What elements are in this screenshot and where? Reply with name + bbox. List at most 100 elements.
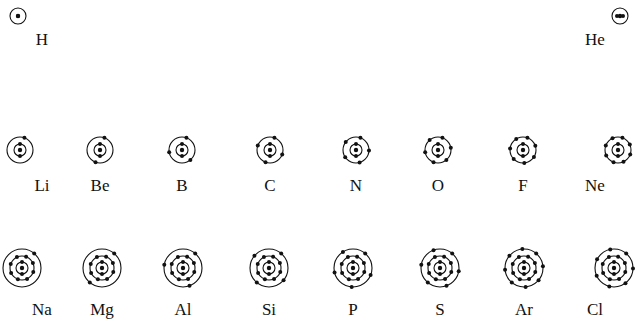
electron — [20, 272, 24, 276]
atom-model — [508, 136, 537, 165]
electron — [358, 136, 362, 140]
electron — [612, 272, 616, 276]
electron-shell — [164, 249, 202, 287]
electron — [369, 273, 373, 277]
electron — [450, 251, 454, 255]
electron — [354, 154, 358, 158]
electron — [367, 148, 371, 152]
element-symbol: Ne — [555, 176, 635, 196]
electron — [89, 271, 93, 275]
electron — [112, 251, 116, 255]
electron — [98, 154, 102, 158]
electron — [604, 153, 608, 157]
electron — [279, 251, 283, 255]
electron — [282, 278, 286, 282]
electron — [355, 255, 359, 259]
electron — [20, 260, 24, 264]
electron — [508, 146, 512, 150]
electron — [419, 263, 423, 267]
electron — [522, 161, 526, 165]
element-symbol: B — [142, 176, 222, 196]
electron — [510, 281, 514, 285]
electron — [262, 255, 266, 259]
electron — [267, 260, 271, 264]
electron — [438, 272, 442, 276]
nucleus — [100, 266, 104, 270]
electron-shell — [428, 256, 452, 280]
nucleus — [267, 266, 271, 270]
electron — [16, 14, 20, 18]
electron — [267, 272, 271, 276]
electron — [192, 261, 196, 265]
electron-shell — [169, 137, 195, 163]
electron — [533, 270, 537, 274]
electron-shell — [171, 256, 195, 280]
electron — [432, 248, 436, 252]
element-symbol: Si — [229, 300, 309, 320]
electron — [255, 281, 259, 285]
electron — [358, 160, 362, 164]
electron — [520, 247, 524, 251]
electron — [438, 260, 442, 264]
electron-shell — [510, 137, 536, 163]
electron — [98, 142, 102, 146]
electron — [449, 261, 453, 265]
electron-shell — [602, 256, 626, 280]
electron — [272, 136, 276, 140]
electron — [423, 150, 427, 154]
electron — [354, 142, 358, 146]
electron-shell — [421, 249, 459, 287]
electron-shell — [90, 256, 114, 280]
electron-shell — [595, 249, 633, 287]
electron — [631, 266, 635, 270]
electron — [617, 277, 621, 281]
electron — [351, 260, 355, 264]
electron-shell — [343, 137, 369, 163]
electron — [611, 136, 615, 140]
atom-model — [87, 136, 113, 164]
atom-model — [10, 8, 26, 24]
nucleus — [612, 266, 616, 270]
electron — [280, 152, 284, 156]
electron — [527, 277, 531, 281]
electron — [517, 255, 521, 259]
electron — [185, 255, 189, 259]
electron — [604, 144, 608, 148]
element-symbol: Cl — [555, 300, 635, 320]
electron-shell — [3, 249, 41, 287]
nucleus — [354, 148, 358, 152]
atom-model — [250, 249, 288, 287]
element-symbol: Ar — [484, 300, 564, 320]
atom-model — [343, 136, 371, 165]
element-symbol: O — [398, 176, 478, 196]
electron — [541, 264, 545, 268]
nucleus — [616, 148, 620, 152]
electron — [521, 154, 525, 158]
electron — [537, 278, 541, 282]
electron — [623, 261, 627, 265]
electron-shell — [505, 249, 543, 287]
electron — [31, 261, 35, 265]
electron-shell — [334, 249, 372, 287]
electron — [616, 255, 620, 259]
electron — [621, 14, 625, 18]
electron — [503, 268, 507, 272]
electron — [31, 270, 35, 274]
electron — [628, 143, 632, 147]
electron — [272, 277, 276, 281]
electron — [616, 142, 620, 146]
nucleus — [438, 266, 442, 270]
electron — [601, 262, 605, 266]
electron — [177, 277, 181, 281]
electron — [24, 255, 28, 259]
electron — [444, 158, 448, 162]
electron — [601, 271, 605, 275]
electron — [362, 261, 366, 265]
electron — [346, 255, 350, 259]
electron — [522, 260, 526, 264]
element-symbol: He — [555, 30, 635, 50]
element-symbol: Be — [60, 176, 140, 196]
electron — [256, 271, 260, 275]
atom-model — [7, 136, 33, 163]
